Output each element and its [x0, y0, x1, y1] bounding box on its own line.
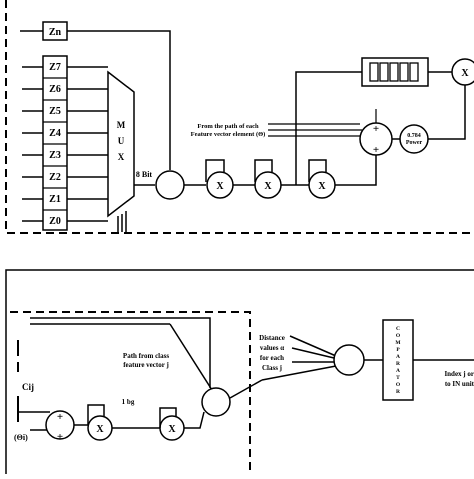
comparator-letter: R — [396, 361, 401, 367]
feature-path-label-line1: From the path of each — [197, 123, 259, 130]
bottom-multiplier-2-label: X — [168, 424, 176, 435]
multiplier-2-loop — [254, 159, 273, 182]
comparator-letter: P — [396, 347, 400, 353]
register-input-wires — [22, 66, 108, 222]
bottom-adder-sign-bottom: + — [57, 431, 63, 443]
path-label-line2: feature vector j — [123, 361, 169, 369]
bottom-multiplier-2-loop — [159, 407, 177, 428]
register-stack-rows — [43, 77, 67, 211]
output-label-line1: Index j or — [444, 370, 474, 378]
mux-letter-m: M — [117, 120, 126, 130]
register-zn-label: Zn — [49, 27, 62, 38]
theta-label: (Θi) — [14, 433, 28, 442]
wire-node-out — [229, 379, 263, 399]
adder-sign-bottom: + — [373, 144, 379, 156]
distance-label-line3: for each — [260, 354, 284, 362]
class-path-line-1 — [30, 317, 211, 388]
multiplier-2-label: X — [264, 181, 272, 192]
register-z5-label: Z5 — [49, 106, 61, 117]
mux-letter-x: X — [118, 152, 125, 162]
register-z7-label: Z7 — [49, 62, 61, 73]
register-z4-label: Z4 — [49, 128, 61, 139]
comparator-letter: A — [396, 354, 400, 360]
bottom-multiplier-1-label: X — [96, 424, 104, 435]
path-label-line1: Path from class — [123, 352, 169, 360]
multiplier-3-label: X — [318, 181, 326, 192]
register-z6-label: Z6 — [49, 84, 61, 95]
class-path-line-2-diag — [169, 323, 213, 391]
zn-output-wire — [67, 30, 171, 170]
wire-bmult2-to-node — [184, 411, 205, 429]
multiplier-1-label: X — [216, 181, 224, 192]
queue-cell-5 — [409, 62, 419, 82]
register-z3-label: Z3 — [49, 150, 61, 161]
bottom-multiplier-1-loop — [87, 404, 105, 425]
register-stack — [42, 55, 68, 231]
comparator-letter: T — [396, 375, 400, 381]
adder-sign-top: + — [373, 123, 379, 135]
input-summing-node — [155, 170, 185, 200]
distance-fan-4 — [261, 365, 337, 381]
distance-fan-2 — [291, 347, 335, 359]
class-summing-node — [201, 387, 231, 417]
minimum-node — [333, 344, 365, 376]
output-multiplier-label: X — [461, 68, 469, 79]
feedback-wire — [5, 269, 474, 474]
distance-fan-1 — [289, 335, 337, 357]
mux-width-label: 8 Bit — [136, 170, 153, 179]
log-label: 1 bg — [122, 398, 135, 406]
wire-power-to-mult — [428, 85, 466, 140]
register-z0-label: Z0 — [49, 216, 61, 227]
power-block — [399, 124, 429, 154]
queue-cell-1 — [369, 62, 379, 82]
comparator-letter: M — [395, 340, 401, 346]
comparator-letter: R — [396, 389, 401, 395]
queue-cell-2 — [379, 62, 389, 82]
power-label-text: Power — [406, 140, 423, 146]
mux — [107, 70, 135, 218]
bottom-dashed-boundary — [10, 311, 251, 474]
power-label-value: 0.784 — [407, 133, 421, 139]
queue-cell-3 — [389, 62, 399, 82]
feature-path-label-line2: Feature vector element (Θ) — [191, 131, 266, 138]
multiplier-3-loop — [308, 159, 327, 182]
comparator-letter: C — [396, 326, 400, 332]
comparator-letter: O — [396, 382, 401, 388]
wire-mult3-to-adder — [335, 155, 377, 186]
output-label-line2: to IN unit — [445, 380, 474, 388]
comparator-letter: A — [396, 368, 400, 374]
wire-to-queue — [295, 71, 362, 185]
distance-label-line4: Class j — [262, 364, 282, 372]
comparator — [382, 319, 414, 401]
comparator-letter: O — [396, 333, 401, 339]
distance-label-line1: Distance — [259, 334, 285, 342]
top-dashed-boundary — [5, 0, 474, 234]
distance-label-line2: values α — [260, 344, 284, 352]
queue-cell-4 — [399, 62, 409, 82]
register-z1-label: Z1 — [49, 194, 61, 205]
bottom-adder-sign-top: + — [57, 411, 63, 423]
multiplier-1-loop — [205, 159, 225, 182]
mux-letter-u: U — [118, 136, 125, 146]
register-z2-label: Z2 — [49, 172, 61, 183]
class-label: Cij — [22, 382, 34, 392]
